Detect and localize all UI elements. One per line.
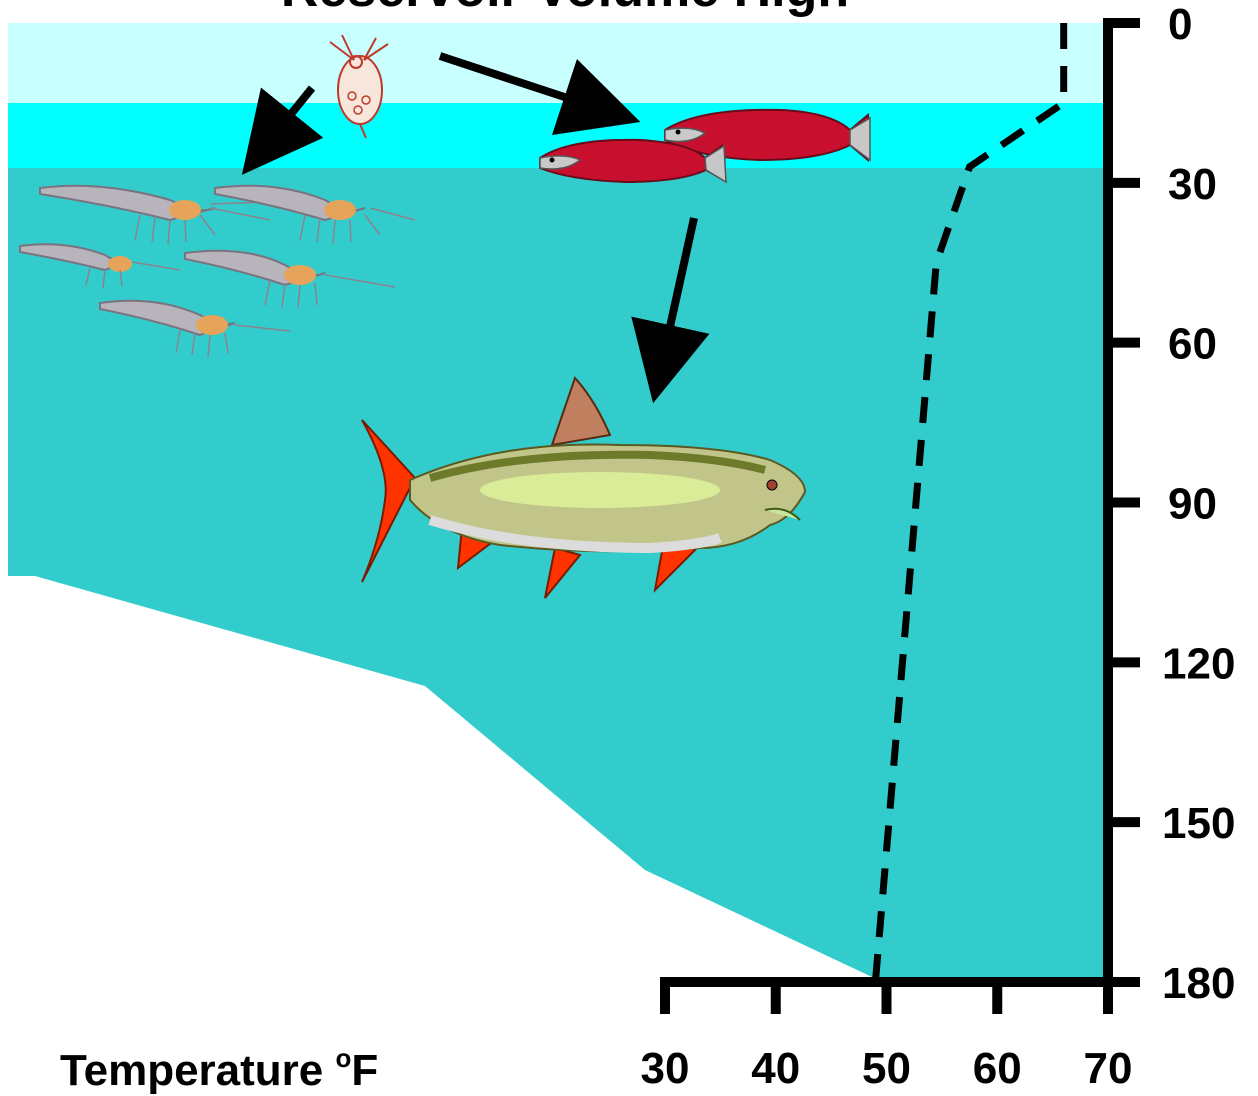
salmon-icon	[664, 108, 871, 163]
temperature-tick-label: 50	[862, 1044, 911, 1093]
shrimp-icon	[214, 184, 416, 245]
temperature-tick-label: 40	[751, 1044, 800, 1093]
depth-tick-label: 180	[1162, 959, 1235, 1008]
salmon-group	[539, 108, 871, 184]
trout-icon	[361, 376, 807, 599]
temperature-axis-title-text: Temperature	[60, 1046, 336, 1095]
depth-axis: 0 30 60 90 120 150 180	[1103, 0, 1235, 1008]
depth-tick-label: 90	[1168, 480, 1217, 529]
diagram-title: Reservoir Volume High	[281, 0, 849, 18]
depth-tick-label: 120	[1162, 639, 1235, 688]
shrimp-group	[19, 184, 416, 358]
arrow-salmon-to-trout	[631, 217, 710, 404]
daphnia-icon	[329, 34, 389, 139]
temperature-profile-line	[871, 23, 1068, 983]
salmon-icon	[539, 138, 727, 184]
arrow-zooplankton-to-salmon	[438, 52, 641, 135]
temperature-tick-label: 30	[641, 1044, 690, 1093]
depth-tick-label: 30	[1168, 160, 1217, 209]
temperature-tick-label: 60	[973, 1044, 1022, 1093]
arrow-zooplankton-to-shrimp	[241, 85, 324, 175]
temperature-axis-title: Temperature oF	[60, 1043, 378, 1095]
depth-tick-label: 0	[1168, 0, 1192, 49]
shrimp-icon	[39, 184, 271, 245]
shrimp-icon	[184, 249, 396, 308]
shrimp-icon	[19, 243, 181, 289]
temperature-unit: F	[351, 1046, 378, 1095]
depth-tick-label: 150	[1162, 799, 1235, 848]
shrimp-icon	[99, 299, 291, 358]
temperature-axis: 30 40 50 60 70	[641, 977, 1133, 1093]
temperature-tick-label: 70	[1084, 1044, 1133, 1093]
depth-tick-label: 60	[1168, 320, 1217, 369]
degree-symbol: o	[336, 1043, 352, 1073]
